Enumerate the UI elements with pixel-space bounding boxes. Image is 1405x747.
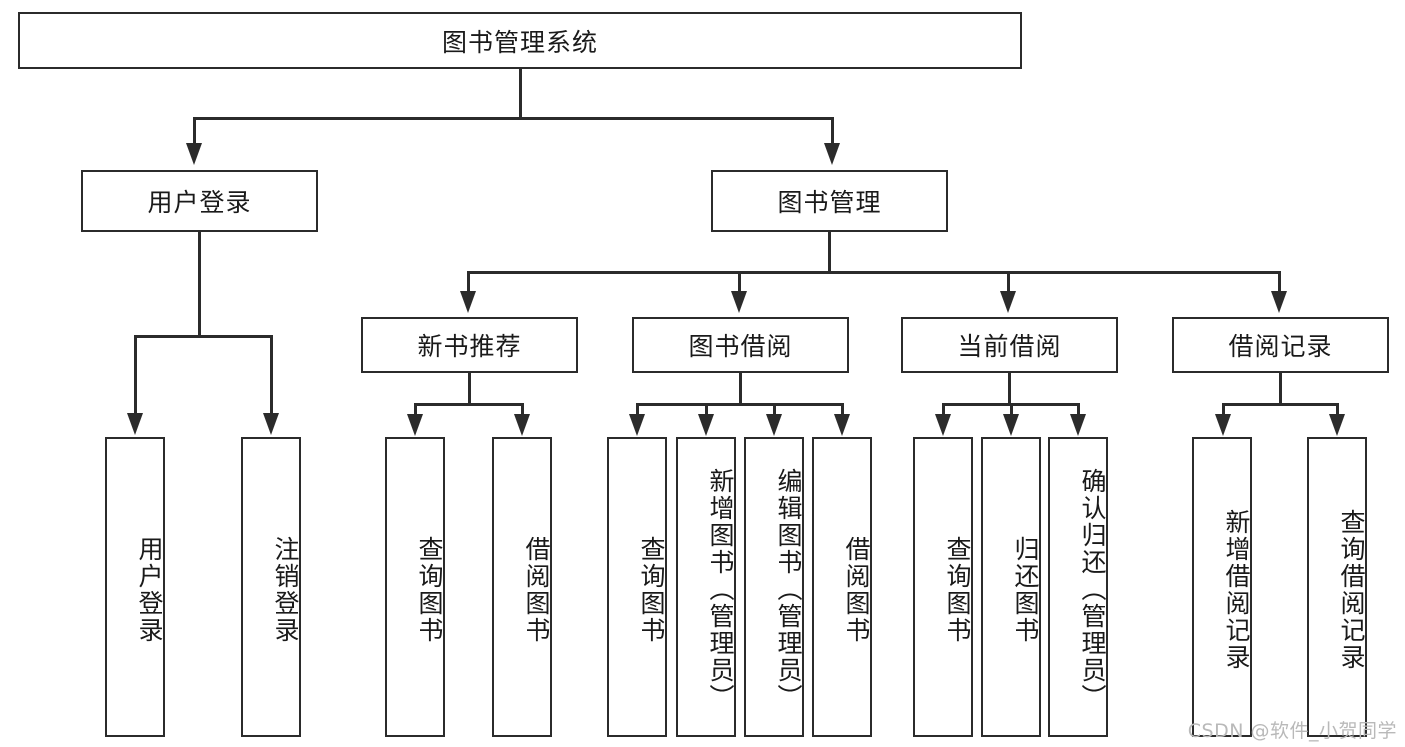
node-label: 借阅记录 bbox=[1228, 332, 1333, 361]
leaf-bb-add-book-admin[interactable]: 新增图书（管理员） bbox=[676, 437, 736, 737]
arrowhead-new-book bbox=[460, 291, 476, 313]
connector-borrow-record-stem bbox=[1279, 373, 1282, 405]
node-label: 图书管理系统 bbox=[441, 27, 598, 57]
connector-bm-to-borrow-book bbox=[738, 271, 741, 293]
node-label: 当前借阅 bbox=[957, 332, 1062, 361]
connector-borrow-book-stem bbox=[739, 373, 742, 405]
csdn-watermark: CSDN @软件_小贺同学 bbox=[1187, 720, 1397, 742]
node-label: 新书推荐 bbox=[417, 332, 522, 361]
leaf-bb-edit-book-admin[interactable]: 编辑图书（管理员） bbox=[744, 437, 804, 737]
leaf-label: 借阅图书 bbox=[522, 536, 551, 644]
connector-new-book-stem bbox=[468, 373, 471, 405]
leaf-bb-query-book[interactable]: 查询图书 bbox=[607, 437, 667, 737]
arrowhead-nb-leaf-1 bbox=[407, 414, 423, 436]
leaf-label: 归还图书 bbox=[1011, 536, 1040, 644]
node-current-borrow[interactable]: 当前借阅 bbox=[901, 317, 1118, 373]
leaf-label: 查询图书 bbox=[943, 536, 972, 644]
connector-new-book-to-leaf-1 bbox=[414, 403, 417, 416]
connector-book-management-stem bbox=[828, 232, 831, 273]
arrowhead-cb-leaf-3 bbox=[1070, 414, 1086, 436]
leaf-logout[interactable]: 注销登录 bbox=[241, 437, 301, 737]
connector-user-login-to-leaf-2 bbox=[270, 335, 273, 415]
leaf-label: 新增借阅记录 bbox=[1222, 509, 1251, 671]
node-borrow-record[interactable]: 借阅记录 bbox=[1172, 317, 1389, 373]
connector-new-book-bar bbox=[414, 403, 524, 406]
connector-root-to-user-login bbox=[193, 117, 196, 145]
connector-book-management-bar bbox=[467, 271, 1281, 274]
arrowhead-bb-leaf-4 bbox=[834, 414, 850, 436]
leaf-label: 借阅图书 bbox=[842, 536, 871, 644]
arrowhead-borrow-record bbox=[1271, 291, 1287, 313]
arrowhead-leaf-user-login bbox=[127, 413, 143, 435]
connector-cb-to-leaf-3 bbox=[1077, 403, 1080, 416]
arrowhead-bb-leaf-2 bbox=[698, 414, 714, 436]
connector-root-stem bbox=[519, 69, 522, 119]
arrowhead-bb-leaf-3 bbox=[766, 414, 782, 436]
leaf-cb-confirm-return-admin[interactable]: 确认归还（管理员） bbox=[1048, 437, 1108, 737]
arrowhead-current-borrow bbox=[1000, 291, 1016, 313]
node-user-login[interactable]: 用户登录 bbox=[81, 170, 318, 232]
leaf-cb-return-book[interactable]: 归还图书 bbox=[981, 437, 1041, 737]
leaf-br-add-record[interactable]: 新增借阅记录 bbox=[1192, 437, 1252, 737]
connector-user-login-bar bbox=[134, 335, 272, 338]
connector-bm-to-current-borrow bbox=[1007, 271, 1010, 293]
arrowhead-nb-leaf-2 bbox=[514, 414, 530, 436]
connector-bb-to-leaf-3 bbox=[773, 403, 776, 416]
connector-root-to-book-management bbox=[831, 117, 834, 145]
leaf-nb-query-book[interactable]: 查询图书 bbox=[385, 437, 445, 737]
connector-borrow-record-bar bbox=[1222, 403, 1338, 406]
leaf-label: 注销登录 bbox=[271, 536, 300, 644]
connector-user-login-to-leaf-1 bbox=[134, 335, 137, 415]
connector-cb-to-leaf-2 bbox=[1010, 403, 1013, 416]
leaf-label: 编辑图书（管理员） bbox=[774, 467, 803, 711]
leaf-label: 查询借阅记录 bbox=[1337, 509, 1366, 671]
connector-current-borrow-bar bbox=[942, 403, 1077, 406]
leaf-nb-borrow-book[interactable]: 借阅图书 bbox=[492, 437, 552, 737]
leaf-bb-borrow-book[interactable]: 借阅图书 bbox=[812, 437, 872, 737]
arrowhead-borrow-book bbox=[731, 291, 747, 313]
connector-bm-to-new-book bbox=[467, 271, 470, 293]
arrowhead-cb-leaf-2 bbox=[1003, 414, 1019, 436]
connector-bb-to-leaf-1 bbox=[636, 403, 639, 416]
connector-br-to-leaf-1 bbox=[1222, 403, 1225, 416]
leaf-br-query-record[interactable]: 查询借阅记录 bbox=[1307, 437, 1367, 737]
connector-bb-to-leaf-4 bbox=[841, 403, 844, 416]
leaf-cb-query-book[interactable]: 查询图书 bbox=[913, 437, 973, 737]
connector-borrow-book-bar bbox=[636, 403, 844, 406]
leaf-label: 用户登录 bbox=[135, 536, 164, 644]
node-label: 用户登录 bbox=[147, 188, 252, 217]
connector-root-bar bbox=[193, 117, 834, 120]
leaf-label: 查询图书 bbox=[415, 536, 444, 644]
leaf-label: 确认归还（管理员） bbox=[1078, 467, 1107, 711]
connector-new-book-to-leaf-2 bbox=[521, 403, 524, 416]
node-label: 图书借阅 bbox=[688, 332, 793, 361]
arrowhead-user-login bbox=[186, 143, 202, 165]
arrowhead-bb-leaf-1 bbox=[629, 414, 645, 436]
arrowhead-cb-leaf-1 bbox=[935, 414, 951, 436]
arrowhead-book-management bbox=[824, 143, 840, 165]
leaf-label: 查询图书 bbox=[637, 536, 666, 644]
connector-current-borrow-stem bbox=[1008, 373, 1011, 405]
node-root-book-management-system[interactable]: 图书管理系统 bbox=[18, 12, 1022, 69]
arrowhead-br-leaf-2 bbox=[1329, 414, 1345, 436]
leaf-label: 新增图书（管理员） bbox=[706, 467, 735, 711]
connector-user-login-stem bbox=[198, 232, 201, 336]
connector-bm-to-borrow-record bbox=[1278, 271, 1281, 293]
node-label: 图书管理 bbox=[777, 188, 882, 217]
arrowhead-br-leaf-1 bbox=[1215, 414, 1231, 436]
node-new-book-recommend[interactable]: 新书推荐 bbox=[361, 317, 578, 373]
connector-cb-to-leaf-1 bbox=[942, 403, 945, 416]
leaf-user-login[interactable]: 用户登录 bbox=[105, 437, 165, 737]
node-book-borrow[interactable]: 图书借阅 bbox=[632, 317, 849, 373]
connector-bb-to-leaf-2 bbox=[705, 403, 708, 416]
connector-br-to-leaf-2 bbox=[1336, 403, 1339, 416]
arrowhead-leaf-logout bbox=[263, 413, 279, 435]
node-book-management[interactable]: 图书管理 bbox=[711, 170, 948, 232]
